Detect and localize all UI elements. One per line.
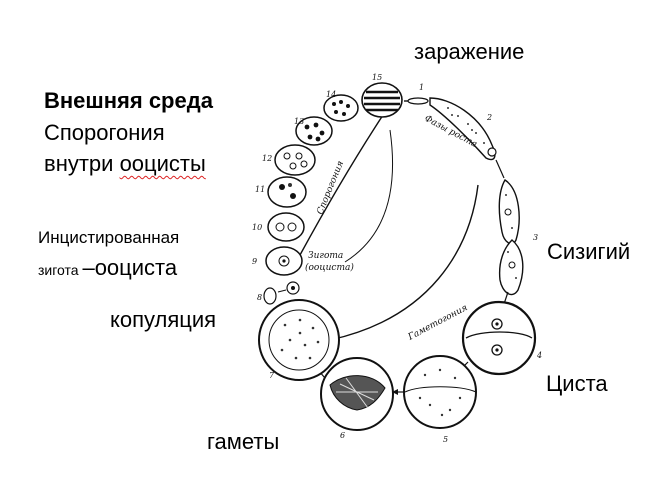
oocyst-word: ооцисты [119, 151, 206, 176]
stage-number: 15 [372, 73, 382, 82]
stage-number: 8 [257, 293, 262, 302]
stage-8-copulation [263, 281, 300, 305]
stage-number: 10 [252, 223, 262, 232]
stage-11 [267, 176, 307, 208]
stage-number: 5 [443, 435, 448, 444]
inside-word: внутри [44, 151, 120, 176]
oocyst-dash-word: –ооциста [82, 255, 178, 280]
stage-1-sporozoite [407, 97, 429, 105]
stage-14 [323, 94, 359, 122]
external-environment-label: Внешняя среда [44, 88, 213, 113]
stage-5-gametocyst [403, 355, 477, 429]
sporogony-figure-label: Спорогония [316, 160, 347, 217]
encysted-label: Инцистированная [38, 228, 180, 247]
stage-number: 1 [419, 83, 424, 92]
stage-number: 4 [536, 351, 542, 360]
stage-4-cyst [461, 300, 537, 376]
stage-number: 11 [255, 185, 265, 194]
stage-3-syzygy [498, 179, 524, 296]
copulation-label: копуляция [110, 307, 217, 332]
stage-number: 13 [294, 117, 304, 126]
arrow-2-3 [495, 159, 505, 179]
sporogony-label: Спорогония [44, 120, 165, 145]
stage-number: 3 [533, 233, 538, 242]
sporogony-arc [299, 111, 386, 256]
oocyst-figure-label: (ооциста) [305, 262, 354, 273]
stage-number: 6 [340, 431, 345, 440]
stage-9-zygote [265, 246, 303, 276]
inside-oocyst-label: внутри ооцисты [44, 153, 206, 175]
stage-number: 2 [486, 113, 492, 122]
zygote-figure-label: Зигота [308, 251, 343, 261]
infection-label: заражение [414, 39, 525, 64]
cyst-label: Циста [546, 371, 608, 396]
stage-number: 14 [326, 90, 336, 99]
stage-number: 9 [252, 257, 257, 266]
syzygy-label: Сизигий [547, 239, 631, 264]
stage-13 [295, 116, 333, 146]
stage-12 [274, 144, 316, 176]
stage-6-gametes [320, 357, 394, 431]
stage-number: 7 [269, 371, 275, 380]
zygote-oocyst-label: зигота –ооциста [38, 257, 177, 279]
stage-number: 12 [262, 154, 272, 163]
inner-arc [344, 129, 394, 263]
gametogony-figure-label: Гаметогония [406, 303, 470, 343]
gametogony-arc [329, 184, 479, 341]
stage-15-oocyst [361, 82, 403, 118]
gametes-label: гаметы [207, 429, 280, 454]
stage-7-gamete-cyst [258, 299, 340, 381]
zygote-word: зигота [38, 262, 83, 278]
stage-10 [267, 212, 305, 242]
stage-2-trophozoite [429, 97, 497, 161]
